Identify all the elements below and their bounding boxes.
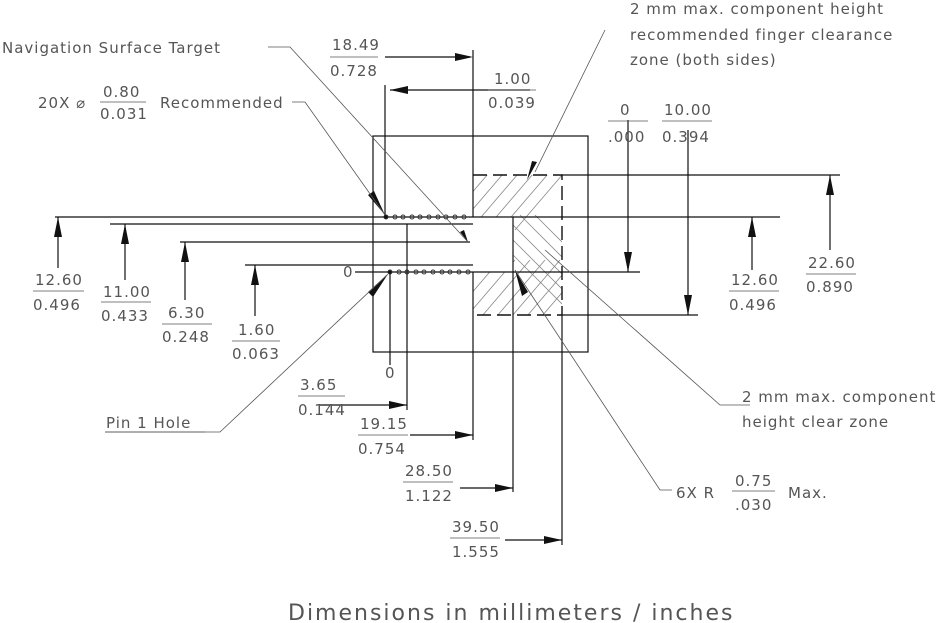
dimension-value: 11.00 <box>103 283 151 301</box>
dimension-values: 18.49 0.728 1.00 0.039 0 .000 10.00 0.394 12… <box>33 36 856 561</box>
dim-28-50: 28.50 1.122 <box>403 462 453 505</box>
dimension-value: 0.496 <box>33 296 81 314</box>
holes-suffix: Recommended <box>160 94 284 112</box>
dimension-value: 39.50 <box>452 518 500 536</box>
zero-bottom: 0 <box>385 364 396 382</box>
dimension-value: 22.60 <box>808 254 856 272</box>
pin1-label: Pin 1 Hole <box>106 414 191 432</box>
dimension-value: .000 <box>608 128 645 146</box>
dim-39-50: 39.50 1.555 <box>450 518 500 561</box>
board-outline <box>372 135 589 353</box>
radius-prefix: 6X R <box>676 484 715 502</box>
clear-zone-line2: height clear zone <box>742 413 889 431</box>
dimension-value: 0.728 <box>330 62 378 80</box>
finger-zone-line3: zone (both sides) <box>630 51 777 69</box>
dim-1-60: 1.60 0.063 <box>232 321 280 363</box>
dimension-value: 6.30 <box>168 304 205 322</box>
dimension-value: 19.15 <box>360 415 408 433</box>
arrowheads <box>54 53 834 544</box>
dim-18-49: 18.49 0.728 <box>330 36 380 80</box>
radius-in: .030 <box>735 496 772 514</box>
finger-zone-line2: recommended finger clearance <box>630 26 893 44</box>
dimension-value: 0.754 <box>358 440 406 458</box>
dimension-value: 18.49 <box>332 36 380 54</box>
dim-6-30: 6.30 0.248 <box>162 304 212 346</box>
dimension-value: 1.60 <box>238 321 275 339</box>
dimension-value: 0.063 <box>232 345 280 363</box>
footer-note: Dimensions in millimeters / inches <box>288 601 734 623</box>
holes-prefix: 20X ⌀ <box>38 94 86 112</box>
dimension-value: 12.60 <box>731 271 779 289</box>
dimension-value: 1.555 <box>452 543 500 561</box>
dimension-value: 0.433 <box>101 307 149 325</box>
dimension-value: 0.890 <box>806 278 854 296</box>
dim-1-00: 1.00 0.039 <box>488 70 536 112</box>
dim-3-65: 3.65 0.144 <box>298 376 346 419</box>
dimension-value: 1.122 <box>405 487 453 505</box>
dimension-value: 0.496 <box>729 296 777 314</box>
dimension-value: 0.039 <box>488 94 536 112</box>
dimension-value: 0.394 <box>662 128 710 146</box>
dim-12-60-right: 12.60 0.496 <box>729 271 779 314</box>
dimension-value: 0.144 <box>298 401 346 419</box>
dimension-value: 10.00 <box>664 101 712 119</box>
dim-10-00: 10.00 0.394 <box>662 101 712 146</box>
radius-mm: 0.75 <box>735 472 772 490</box>
radius-suffix: Max. <box>788 484 828 502</box>
dimension-value: 28.50 <box>405 462 453 480</box>
dim-12-60-left: 12.60 0.496 <box>33 271 84 314</box>
dimension-value: 1.00 <box>494 70 531 88</box>
hole-rows <box>383 214 471 275</box>
dim-22-60: 22.60 0.890 <box>806 254 856 296</box>
dimension-value: 3.65 <box>300 376 337 394</box>
finger-zone-line1: 2 mm max. component height <box>630 0 884 18</box>
dim-0-right: 0 .000 <box>608 101 648 146</box>
dim-19-15: 19.15 0.754 <box>358 415 408 458</box>
clearance-hatch <box>473 174 563 316</box>
holes-dia-mm: 0.80 <box>103 83 140 101</box>
zero-left: 0 <box>343 263 354 281</box>
dimension-value: 0 <box>620 101 631 119</box>
dim-11-00: 11.00 0.433 <box>101 283 151 325</box>
dimension-value: 0.248 <box>162 328 210 346</box>
dimension-value: 12.60 <box>35 271 83 289</box>
holes-dia-in: 0.031 <box>100 105 148 123</box>
clear-zone-line1: 2 mm max. component <box>742 388 936 406</box>
nav-target-label: Navigation Surface Target <box>2 39 221 57</box>
